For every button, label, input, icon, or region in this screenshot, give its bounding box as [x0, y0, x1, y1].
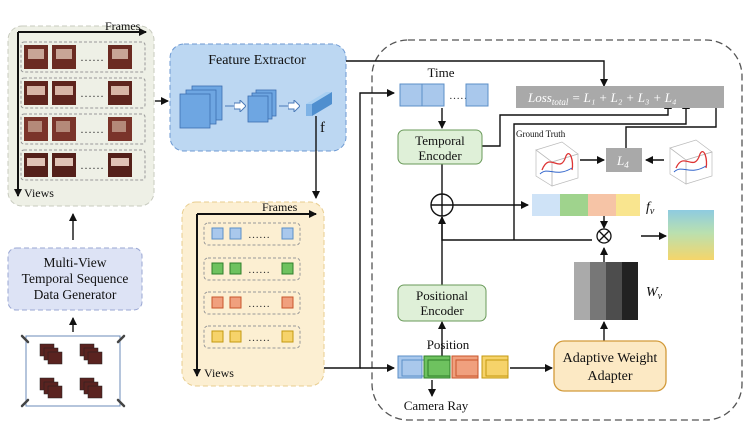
- frames-label: Frames: [105, 19, 141, 33]
- camera-ray-label: Camera Ray: [404, 398, 469, 413]
- frames-panel: Frames Views …… …… …… ……: [7, 19, 155, 207]
- l4-box: L4: [606, 148, 642, 172]
- output-feature-map: [668, 210, 714, 260]
- fv-label: f: [646, 200, 652, 215]
- svg-text:Losstotal = L₁ + L₂ + L₃ + L₄: Losstotal = L₁ + L₂ + L₃ + L₄: [527, 90, 677, 107]
- position-ray-blocks: [397, 355, 509, 379]
- add-node-icon: [430, 193, 454, 217]
- generator-line-3: Data Generator: [34, 287, 117, 302]
- frame-rows: …… …… …… ……: [20, 41, 146, 181]
- prediction-plot-icon: [669, 139, 713, 185]
- svg-text:……: ……: [248, 264, 270, 276]
- generator-line-1: Multi-View: [44, 255, 107, 270]
- svg-text:Wv: Wv: [646, 285, 663, 302]
- position-label: Position: [427, 337, 470, 352]
- grid-frames-label: Frames: [262, 200, 298, 214]
- svg-text:fv: fv: [646, 200, 655, 217]
- svg-text:……: ……: [248, 332, 270, 344]
- adapter-line-2: Adapter: [587, 369, 632, 384]
- time-label: Time: [428, 65, 455, 80]
- wv-label: W: [646, 285, 659, 300]
- svg-text:……: ……: [248, 298, 270, 310]
- svg-text:……: ……: [80, 86, 104, 100]
- positional-encoder-line-2: Encoder: [420, 303, 464, 318]
- feature-f-label: f: [320, 120, 325, 136]
- fv-sub: v: [650, 206, 655, 217]
- loss-text: Loss: [527, 90, 552, 105]
- connectors: [324, 60, 717, 397]
- multiply-node-icon: [596, 228, 612, 244]
- loss-subscript: total: [552, 97, 569, 107]
- svg-text:L4: L4: [616, 153, 629, 170]
- loss-box: Losstotal = L₁ + L₂ + L₃ + L₄: [516, 86, 724, 108]
- feature-extractor-title: Feature Extractor: [208, 53, 306, 68]
- wv-sub: v: [658, 291, 663, 302]
- views-label: Views: [24, 186, 54, 200]
- generator-line-2: Temporal Sequence: [22, 271, 129, 286]
- data-generator-box: Multi-View Temporal Sequence Data Genera…: [7, 247, 143, 311]
- temporal-encoder: Temporal Encoder: [397, 129, 483, 165]
- grid-views-label: Views: [204, 366, 234, 380]
- ground-truth-plot-icon: [535, 141, 579, 187]
- l4-label: L: [616, 153, 624, 168]
- l4-sub: 4: [624, 160, 629, 170]
- temporal-encoder-line-1: Temporal: [415, 133, 465, 148]
- ground-truth-label: Ground Truth: [516, 129, 566, 139]
- svg-text:……: ……: [80, 122, 104, 136]
- svg-text:……: ……: [80, 50, 104, 64]
- feature-extractor-box: Feature Extractor f: [169, 43, 347, 152]
- model-module-frame: [371, 39, 743, 421]
- loss-equation: = L₁ + L₂ + L₃ + L₄: [568, 90, 677, 105]
- svg-text:……: ……: [248, 229, 270, 241]
- temporal-encoder-line-2: Encoder: [418, 148, 462, 163]
- svg-text:……: ……: [80, 158, 104, 172]
- weight-matrix-bars: [574, 262, 638, 320]
- adaptive-weight-adapter: Adaptive Weight Adapter: [553, 340, 667, 392]
- positional-encoder-line-1: Positional: [416, 288, 468, 303]
- fused-feature-bar: [532, 194, 640, 216]
- time-token-row: ……: [399, 83, 489, 107]
- feature-grid-panel: Frames Views …… …… …… ……: [181, 200, 325, 387]
- multi-camera-illustration: [20, 334, 126, 408]
- adapter-line-1: Adaptive Weight: [563, 351, 658, 366]
- positional-encoder: Positional Encoder: [397, 284, 487, 322]
